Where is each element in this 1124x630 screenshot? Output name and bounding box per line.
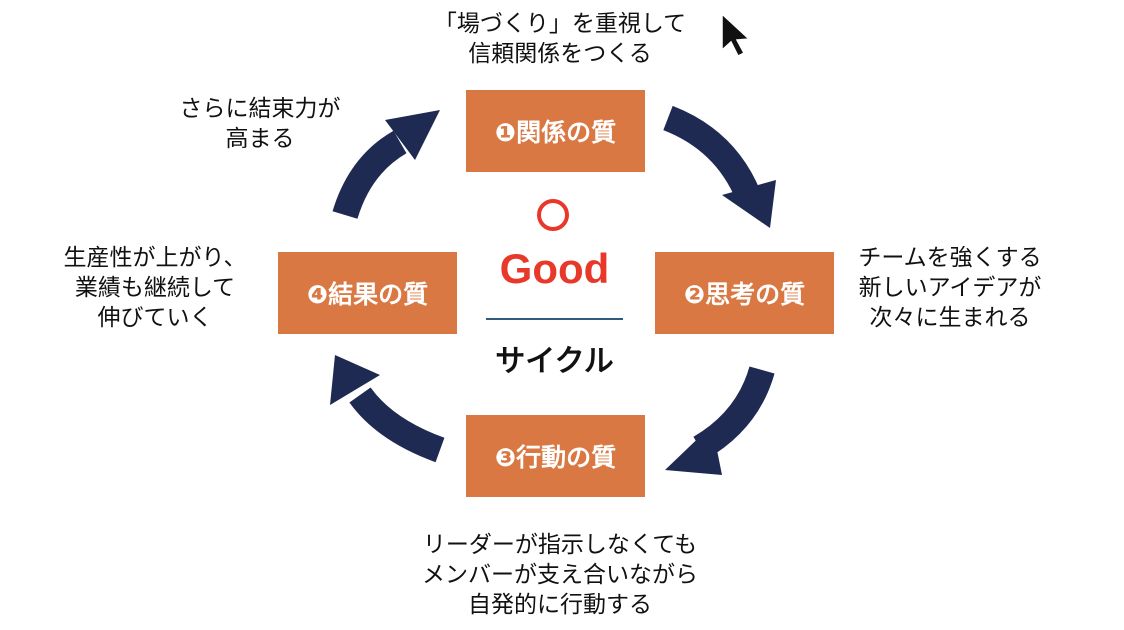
note-left: 生産性が上がり、業績も継続して伸びていく [63,245,247,331]
box-result-quality: ❹結果の質 [278,252,457,334]
note-topleft: さらに結束力が高まる [179,96,341,152]
center-title: Good [499,245,610,292]
arrow-1-to-2 [663,105,760,201]
note-bottom: リーダーが指示しなくてもメンバーが支え合いながら自発的に行動する [422,532,698,618]
note-top: 「場づくり」を重視して信頼関係をつくる [433,11,687,67]
arrowhead-1 [722,180,776,228]
arrow-3-to-4 [349,387,445,463]
note-right: チームを強くする新しいアイデアが次々に生まれる [858,245,1042,331]
arrowhead-3 [330,355,380,405]
center-divider [486,318,623,320]
box-action-quality: ❸行動の質 [466,415,645,497]
box-thinking-quality: ❷思考の質 [655,252,834,334]
box-relationship-quality: ❶関係の質 [466,90,645,172]
arrow-4-to-1 [332,130,407,220]
arrowhead-2 [665,425,722,475]
arrowhead-4 [385,110,440,160]
good-circle-icon [537,199,569,231]
center-subtitle: サイクル [495,344,614,379]
